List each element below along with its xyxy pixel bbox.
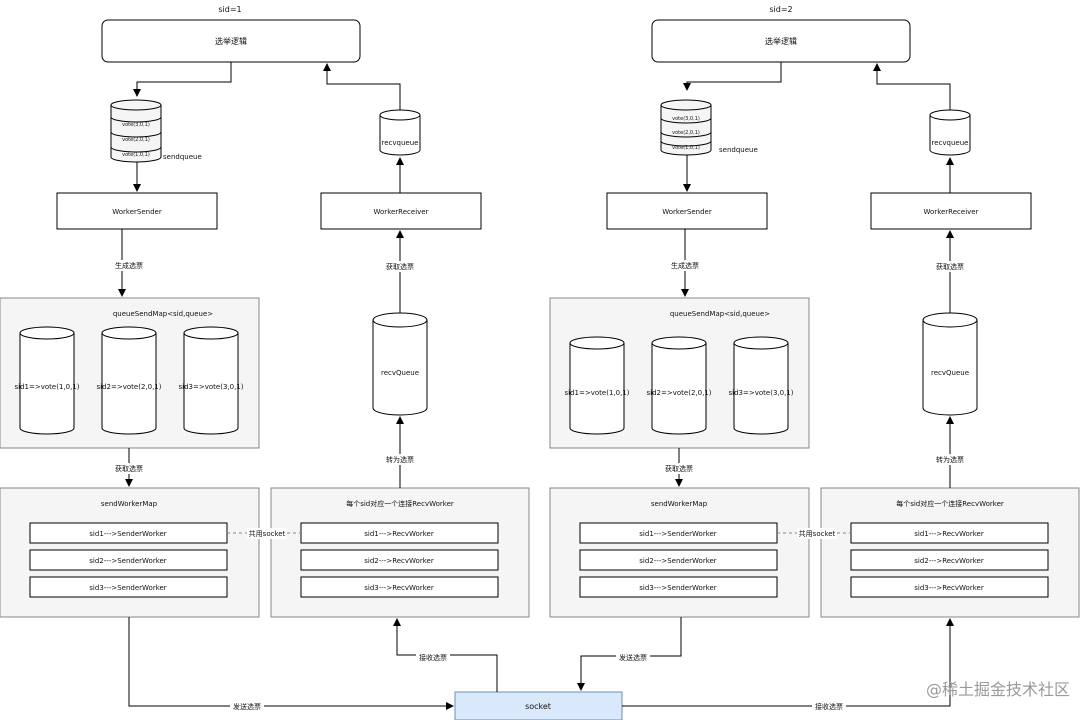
recv-queue-label: recvQueue: [381, 369, 419, 377]
map-item-1: sid1=>vote(1,0,1): [565, 389, 630, 397]
recvqueue-small-label: recvqueue: [932, 139, 969, 147]
label-convert-votes: 转为选票: [936, 455, 964, 464]
queue-send-map-title: queueSendMap<sid,queue>: [113, 310, 213, 318]
map-item-cylinder-2: [101, 326, 157, 435]
map-item-cylinder-3: [733, 336, 789, 435]
map-item-3: sid3=>vote(3,0,1): [179, 383, 244, 391]
receiver-row-3: [850, 576, 1049, 598]
sender-row-2-label: sid2--->SenderWorker: [89, 557, 167, 565]
label-get-votes-top: 获取选票: [386, 262, 414, 271]
label-convert-votes: 转为选票: [386, 455, 414, 464]
edge-election-to-sendqueue: [683, 62, 782, 91]
sender-row-3: [579, 576, 778, 598]
watermark: @稀土掘金技术社区: [926, 680, 1070, 699]
header-sid1: sid=1: [218, 5, 241, 14]
worker-receiver-label: WorkerReceiver: [924, 208, 979, 216]
map-item-3: sid3=>vote(3,0,1): [729, 389, 794, 397]
recv-worker-title: 每个sid对应一个连接RecvWorker: [346, 499, 454, 508]
label-recv-right: 接收选票: [815, 702, 843, 711]
worker-sender-label: WorkerSender: [662, 208, 712, 216]
map-item-2: sid2=>vote(2,0,1): [97, 383, 162, 391]
socket-label: socket: [525, 702, 551, 711]
sender-row-1-label: sid1--->SenderWorker: [639, 530, 717, 538]
receiver-row-3-label: sid3--->RecvWorker: [364, 584, 434, 592]
map-item-cylinder-1: [569, 336, 625, 435]
map-item-cylinder-2: [651, 336, 707, 435]
sendqueue-vote-1: vote(3,0,1): [122, 122, 150, 128]
receiver-row-1-label: sid1--->RecvWorker: [914, 530, 984, 538]
sender-row-3-label: sid3--->SenderWorker: [639, 584, 717, 592]
send-worker-map-title: sendWorkerMap: [651, 500, 708, 508]
edge-recv-right: [622, 618, 954, 707]
receiver-row-2-label: sid2--->RecvWorker: [914, 557, 984, 565]
receiver-row-1-label: sid1--->RecvWorker: [364, 530, 434, 538]
sendqueue-vote-3: vote(1,0,1): [122, 152, 150, 158]
sendqueue-label: sendqueue: [163, 153, 202, 161]
sender-row-3: [29, 576, 228, 598]
server-1: 选举逻辑 vote(3,0,1) vote(2,0,1) vote(1,0,1)…: [0, 19, 530, 618]
edge-recvqueue-to-election: [323, 63, 401, 110]
sendqueue-vote-3: vote(1,0,1): [672, 145, 700, 151]
recvqueue-small-cylinder: recvqueue: [929, 109, 971, 156]
label-send-left: 发送选票: [233, 702, 261, 711]
worker-sender-box: [606, 192, 768, 230]
worker-receiver-box: [320, 192, 482, 230]
recvqueue-small-cylinder: recvqueue: [379, 109, 421, 156]
recv-worker-title: 每个sid对应一个连接RecvWorker: [896, 499, 1004, 508]
sendqueue-vote-1: vote(3,0,1): [672, 116, 700, 122]
edge-recvqueue-to-election: [873, 63, 951, 110]
socket-box: [454, 691, 623, 720]
label-get-votes-top: 获取选票: [936, 262, 964, 271]
header-sid2: sid=2: [769, 5, 792, 14]
receiver-row-3: [300, 576, 499, 598]
label-get-votes-mid: 获取选票: [665, 464, 693, 473]
sender-row-1-label: sid1--->SenderWorker: [89, 530, 167, 538]
election-logic-label: 选举逻辑: [215, 36, 247, 46]
map-item-cylinder-3: [183, 326, 239, 435]
map-item-cylinder-1: [19, 326, 75, 435]
map-item-1: sid1=>vote(1,0,1): [15, 383, 80, 391]
sendqueue-vote-2: vote(2,0,1): [672, 130, 700, 136]
label-get-votes-mid: 获取选票: [115, 464, 143, 473]
sendqueue-cylinder: vote(3,0,1) vote(2,0,1) vote(1,0,1): [110, 99, 162, 163]
map-item-2: sid2=>vote(2,0,1): [647, 389, 712, 397]
receiver-row-2-label: sid2--->RecvWorker: [364, 557, 434, 565]
recvqueue-small-label: recvqueue: [382, 139, 419, 147]
edge-send-left: [128, 617, 454, 710]
worker-receiver-box: [870, 192, 1032, 230]
label-recv-left: 接收选票: [419, 653, 447, 662]
label-shared-socket: 共用socket: [249, 529, 286, 538]
send-worker-map-title: sendWorkerMap: [101, 500, 158, 508]
recv-queue-cylinder: recvQueue: [372, 312, 428, 416]
worker-sender-box: [56, 192, 218, 230]
sender-row-2: [29, 549, 228, 571]
sendqueue-label: sendqueue: [719, 146, 758, 154]
recv-queue-cylinder: recvQueue: [922, 312, 978, 416]
receiver-row-2: [300, 549, 499, 571]
receiver-row-3-label: sid3--->RecvWorker: [914, 584, 984, 592]
label-gen-votes: 生成选票: [115, 261, 143, 270]
sendqueue-cylinder: vote(3,0,1) vote(2,0,1) vote(1,0,1): [660, 99, 712, 156]
election-logic-label: 选举逻辑: [765, 36, 797, 46]
queue-send-map-title: queueSendMap<sid,queue>: [670, 310, 770, 318]
label-gen-votes: 生成选票: [671, 261, 699, 270]
sender-row-2-label: sid2--->SenderWorker: [639, 557, 717, 565]
sender-row-2: [579, 549, 778, 571]
worker-sender-label: WorkerSender: [112, 208, 162, 216]
label-send-right: 发送选票: [619, 653, 647, 662]
label-shared-socket: 共用socket: [799, 529, 836, 538]
server-2: 选举逻辑 vote(3,0,1) vote(2,0,1) vote(1,0,1)…: [549, 19, 1080, 618]
sendqueue-vote-2: vote(2,0,1): [122, 137, 150, 143]
sender-row-3-label: sid3--->SenderWorker: [89, 584, 167, 592]
receiver-row-2: [850, 549, 1049, 571]
recv-queue-label: recvQueue: [931, 369, 969, 377]
worker-receiver-label: WorkerReceiver: [374, 208, 429, 216]
edge-election-to-sendqueue: [133, 62, 232, 97]
